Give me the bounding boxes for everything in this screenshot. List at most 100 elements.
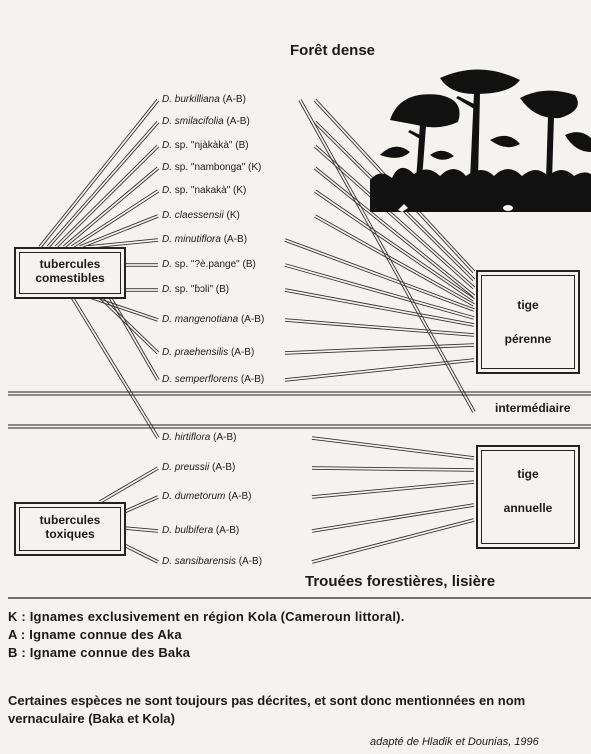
source-credit: adapté de Hladik et Dounias, 1996 xyxy=(370,736,539,748)
connector-edible-line xyxy=(56,146,160,249)
connector-edible-line xyxy=(90,295,159,320)
connector-perennial-line xyxy=(285,263,475,318)
species-label: D. claessensii (K) xyxy=(162,210,240,222)
connector-edible-line xyxy=(62,166,158,247)
connector-toxic-line xyxy=(100,468,159,504)
connector-perennial-line xyxy=(300,99,476,412)
species-genus: D. xyxy=(162,185,172,196)
zone-title-dense-forest: Forêt dense xyxy=(290,42,376,59)
species-label: D. sp. "ɓɔli" (B) xyxy=(162,284,229,296)
connector-annual-line xyxy=(312,520,475,564)
connector-toxic-line xyxy=(123,528,158,533)
species-label: D. minutiflora (A-B) xyxy=(162,234,247,246)
connector-edible-line xyxy=(54,144,158,247)
connector-edible-line xyxy=(40,100,160,249)
connector-toxic-line xyxy=(123,545,158,564)
species-genus: D. xyxy=(162,347,172,358)
species-tag: (A-B) xyxy=(228,491,252,502)
box-edible-tubers: tubercules comestibles xyxy=(14,247,126,299)
species-label: D. mangenotiana (A-B) xyxy=(162,314,264,326)
zone-title-forest-gaps: Trouées forestières, lisière xyxy=(305,573,496,590)
species-genus: D. xyxy=(162,432,172,443)
connector-annual-line xyxy=(311,518,474,562)
connector-toxic-line xyxy=(99,466,158,502)
legend-k: K : Ignames exclusivement en région Kola… xyxy=(8,609,405,624)
box-edible-line-1: tubercules xyxy=(39,257,101,271)
connector-edible-line xyxy=(100,295,160,353)
box-annual-line-1: tige xyxy=(517,467,539,481)
species-label: D. sp. "?è.pange" (B) xyxy=(162,259,256,271)
species-genus: D. xyxy=(162,140,172,151)
connector-edible-line xyxy=(108,297,158,381)
species-name: sp. "njàkàkà" xyxy=(174,140,233,151)
connector-edible-line xyxy=(80,216,159,249)
species-name: semperflorens xyxy=(174,374,239,385)
connector-perennial-line xyxy=(285,345,475,355)
species-name: burkilliana xyxy=(174,94,220,105)
box-toxic-tubers: tubercules toxiques xyxy=(14,502,126,556)
connector-annual-line xyxy=(312,482,475,499)
connector-edible-line xyxy=(70,297,158,439)
box-toxic-line-2: toxiques xyxy=(45,527,95,541)
connector-perennial-line xyxy=(285,318,475,335)
connector-perennial-line xyxy=(284,240,474,312)
connector-perennial-line xyxy=(313,168,474,298)
footnote: Certaines espèces ne sont toujours pas d… xyxy=(8,693,526,726)
connector-perennial-line xyxy=(298,100,474,413)
species-label: D. sp. "nambonga" (K) xyxy=(162,162,261,174)
species-tag: (A-B) xyxy=(240,314,265,325)
zone-label-intermediate: intermédiaire xyxy=(495,401,571,415)
species-genus: D. xyxy=(162,210,172,221)
box-perennial-line-2: pérenne xyxy=(504,332,552,346)
species-tag: (A-B) xyxy=(215,525,240,536)
species-genus: D. xyxy=(162,284,172,295)
connector-perennial-line xyxy=(314,191,474,302)
species-tag: (K) xyxy=(248,162,262,173)
species-name: sansibarensis xyxy=(174,556,236,567)
connector-perennial-line xyxy=(315,189,475,300)
connector-perennial-line xyxy=(284,290,474,327)
species-tag: (B) xyxy=(242,259,256,270)
box-perennial-line-1: tige xyxy=(517,298,539,312)
species-tag: (A-B) xyxy=(230,347,255,358)
connector-perennial-line xyxy=(285,238,475,310)
species-genus: D. xyxy=(162,162,172,173)
species-label: D. bulbifera (A-B) xyxy=(162,525,239,537)
species-tag: (A-B) xyxy=(222,94,246,105)
species-tag: (A-B) xyxy=(240,374,265,385)
species-genus: D. xyxy=(162,94,172,105)
connector-perennial-line xyxy=(314,216,474,307)
connector-edible-line xyxy=(72,296,160,438)
connector-annual-line xyxy=(311,480,474,497)
species-tag: (B) xyxy=(215,284,230,295)
species-name: sp. "ɓɔli" xyxy=(174,284,214,295)
species-genus: D. xyxy=(162,556,172,567)
species-tag: (A-B) xyxy=(238,556,263,567)
species-tag: (A-B) xyxy=(223,234,248,245)
box-annual-stem: tige annuelle xyxy=(476,445,580,549)
connector-toxic-line xyxy=(124,497,159,514)
box-perennial-stem: tige pérenne xyxy=(476,270,580,374)
connector-edible-line xyxy=(46,120,158,247)
species-name: preussii xyxy=(174,462,210,473)
species-tag: (A-B) xyxy=(213,432,237,443)
species-label: D. semperflorens (A-B) xyxy=(162,374,264,386)
species-genus: D. xyxy=(162,259,172,270)
forest-silhouette-illustration xyxy=(370,69,591,212)
connector-perennial-line xyxy=(315,214,475,305)
connector-perennial-line xyxy=(284,358,474,380)
connector-annual-line xyxy=(311,503,474,531)
species-label: D. smilacifolia (A-B) xyxy=(162,116,250,128)
species-genus: D. xyxy=(162,314,172,325)
species-name: sp. "nambonga" xyxy=(174,162,246,173)
species-label: D. burkilliana (A-B) xyxy=(162,94,246,106)
connector-perennial-line xyxy=(285,288,475,325)
box-edible-line-2: comestibles xyxy=(35,271,105,285)
connector-edible-line xyxy=(87,238,158,247)
species-name: praehensilis xyxy=(174,347,229,358)
species-tag: (A-B) xyxy=(212,462,236,473)
connector-annual-line xyxy=(312,505,475,533)
species-name: claessensii xyxy=(174,210,224,221)
connector-perennial-line xyxy=(315,144,476,288)
